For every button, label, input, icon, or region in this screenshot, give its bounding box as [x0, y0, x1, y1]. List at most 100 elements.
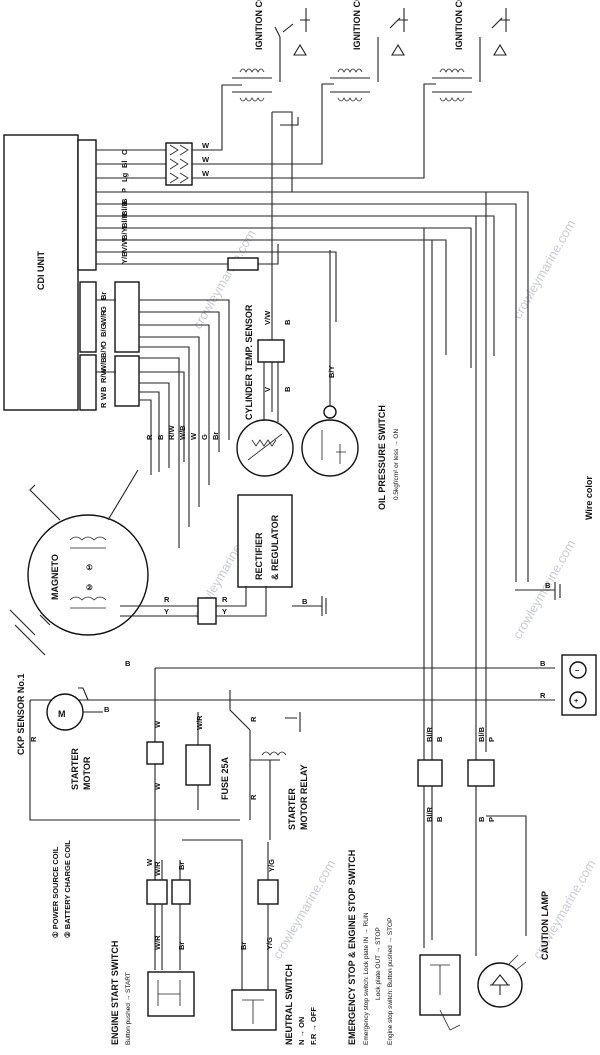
svg-text:R: R [249, 716, 258, 722]
cylinder-temp-sensor: CYLINDER TEMP. SENSOR V/W B V B [236, 304, 294, 477]
svg-text:W/R: W/R [99, 310, 108, 325]
svg-text:R: R [540, 691, 546, 700]
svg-text:FUSE 25A: FUSE 25A [220, 756, 230, 800]
svg-text:V/W: V/W [120, 237, 129, 252]
svg-text:B: B [99, 386, 108, 392]
cdi-title: CDI UNIT [36, 251, 46, 290]
svg-text:Bl/B: Bl/B [477, 726, 486, 742]
svg-text:O: O [120, 149, 129, 155]
svg-text:RECTIFIER: RECTIFIER [254, 532, 264, 580]
magneto: MAGNETO ① ② [27, 469, 149, 636]
svg-text:Emergency stop switch: Lock pl: Emergency stop switch: Lock plate IN → R… [363, 912, 370, 1045]
svg-text:CYLINDER TEMP. SENSOR: CYLINDER TEMP. SENSOR [244, 304, 254, 420]
svg-text:NEUTRAL SWITCH: NEUTRAL SWITCH [284, 964, 294, 1045]
caution-lamp: Bl/B P B P CAUTION LAMP [467, 192, 550, 1008]
rectifier-regulator: RECTIFIER & REGULATOR R Y R Y B [120, 494, 327, 625]
wire-color-heading: Wire color [584, 476, 594, 520]
svg-text:Bl/B: Bl/B [120, 200, 129, 216]
ignition-coil-2: IGNITION COIL #2 [330, 0, 408, 102]
svg-text:G: G [200, 434, 209, 440]
svg-text:Bl/R: Bl/R [425, 806, 434, 822]
svg-text:B: B [435, 736, 444, 742]
svg-text:F.R → OFF: F.R → OFF [309, 1007, 318, 1045]
svg-text:W: W [99, 392, 108, 400]
svg-text:W: W [189, 432, 198, 440]
svg-text:W/B: W/B [178, 425, 187, 440]
svg-text:Y/B: Y/B [120, 251, 129, 264]
battery: − + B R B B [30, 581, 597, 716]
svg-text:Lg: Lg [120, 172, 129, 182]
svg-text:B: B [283, 319, 292, 325]
svg-text:R/W: R/W [167, 425, 176, 441]
svg-text:Br: Br [177, 942, 186, 950]
svg-text:W: W [202, 141, 210, 150]
svg-text:V: V [263, 387, 272, 392]
svg-text:R: R [222, 595, 228, 604]
svg-text:W: W [153, 720, 162, 728]
svg-text:OIL PRESSURE SWITCH: OIL PRESSURE SWITCH [377, 405, 387, 510]
svg-text:B: B [477, 816, 486, 822]
motor-letter: M [58, 709, 66, 719]
cdi-coil-wiring: W W W R B R/W W/B W G Br [96, 83, 529, 582]
ignition-coil-1: IGNITION COIL #1 [232, 0, 310, 102]
svg-text:W/B: W/B [99, 357, 108, 372]
svg-text:W: W [202, 169, 210, 178]
svg-text:Br: Br [239, 942, 248, 950]
svg-text:IGNITION COIL #1: IGNITION COIL #1 [254, 0, 264, 50]
svg-text:B/Y: B/Y [99, 345, 108, 358]
svg-text:Br: Br [177, 862, 186, 870]
svg-text:Y/G: Y/G [265, 937, 274, 950]
svg-text:Y: Y [222, 607, 227, 616]
svg-text:R: R [29, 736, 38, 742]
svg-text:Y: Y [164, 607, 169, 616]
svg-text:B: B [302, 597, 308, 606]
svg-text:Lock plate OUT → STOP: Lock plate OUT → STOP [375, 927, 382, 1000]
svg-text:P: P [120, 188, 129, 193]
svg-text:B: B [545, 581, 551, 590]
svg-text:W: W [145, 858, 154, 866]
svg-text:O: O [99, 341, 108, 347]
svg-text:CAUTION LAMP: CAUTION LAMP [540, 891, 550, 960]
watermark-5: crowleymarine.com [270, 857, 339, 961]
svg-text:B/Y: B/Y [120, 227, 129, 240]
svg-text:MOTOR RELAY: MOTOR RELAY [299, 764, 309, 830]
svg-text:B/Y: B/Y [327, 365, 336, 378]
svg-text:R: R [99, 402, 108, 408]
svg-text:W: W [153, 782, 162, 790]
svg-text:B: B [156, 434, 165, 440]
svg-text:B: B [283, 386, 292, 392]
svg-text:Engine stop switch: Button p: Engine stop switch: Button pushed → STOP [387, 918, 394, 1045]
cdi-unit: CDI UNIT O Bl Lg P B Bl/B Bl/R B/Y V/W Y… [3, 134, 129, 411]
neutral-switch: Y/G Br Y/G NEUTRAL SWITCH N → ON F.R → O… [182, 839, 318, 1045]
svg-text:Br: Br [211, 432, 220, 440]
svg-text:W/R: W/R [153, 861, 162, 876]
svg-text:ENGINE START SWITCH: ENGINE START SWITCH [110, 941, 120, 1045]
svg-text:B: B [125, 659, 131, 668]
svg-text:①: ① [86, 563, 93, 572]
svg-text:STARTER: STARTER [70, 748, 80, 790]
svg-text:Bl/R: Bl/R [120, 212, 129, 228]
svg-text:B/G: B/G [99, 324, 108, 338]
svg-text:IGNITION COIL #3: IGNITION COIL #3 [454, 0, 464, 50]
svg-text:① POWER SOURCE COIL: ① POWER SOURCE COIL [51, 846, 60, 938]
svg-text:Y/G: Y/G [267, 859, 276, 872]
svg-text:EMERGENCY STOP & ENGINE STOP: EMERGENCY STOP & ENGINE STOP SWITCH [347, 850, 357, 1045]
svg-text:STARTER: STARTER [287, 788, 297, 830]
svg-text:& REGULATOR: & REGULATOR [270, 514, 280, 580]
svg-text:W/R: W/R [153, 935, 162, 950]
svg-text:IGNITION COIL #2: IGNITION COIL #2 [352, 0, 362, 50]
fuse-and-relay: W/R R R FUSE 25A STARTER MOTOR RELAY [185, 690, 309, 840]
svg-text:W: W [202, 155, 210, 164]
svg-text:W/R: W/R [195, 715, 204, 730]
svg-text:MAGNETO: MAGNETO [50, 554, 60, 600]
svg-text:0.5kgf/cm² or less → ON: 0.5kgf/cm² or less → ON [393, 429, 400, 500]
svg-text:R/W: R/W [99, 368, 108, 384]
ignition-coil-3: IGNITION COIL #3 [432, 0, 510, 102]
svg-text:B: B [120, 198, 129, 204]
engine-start-switch: W W/R Br W/R Br ENGINE START SWITCH Butt… [110, 858, 195, 1045]
svg-text:V/W: V/W [263, 310, 272, 325]
svg-text:B: B [435, 816, 444, 822]
svg-text:−: − [575, 666, 580, 675]
svg-text:R: R [249, 794, 258, 800]
